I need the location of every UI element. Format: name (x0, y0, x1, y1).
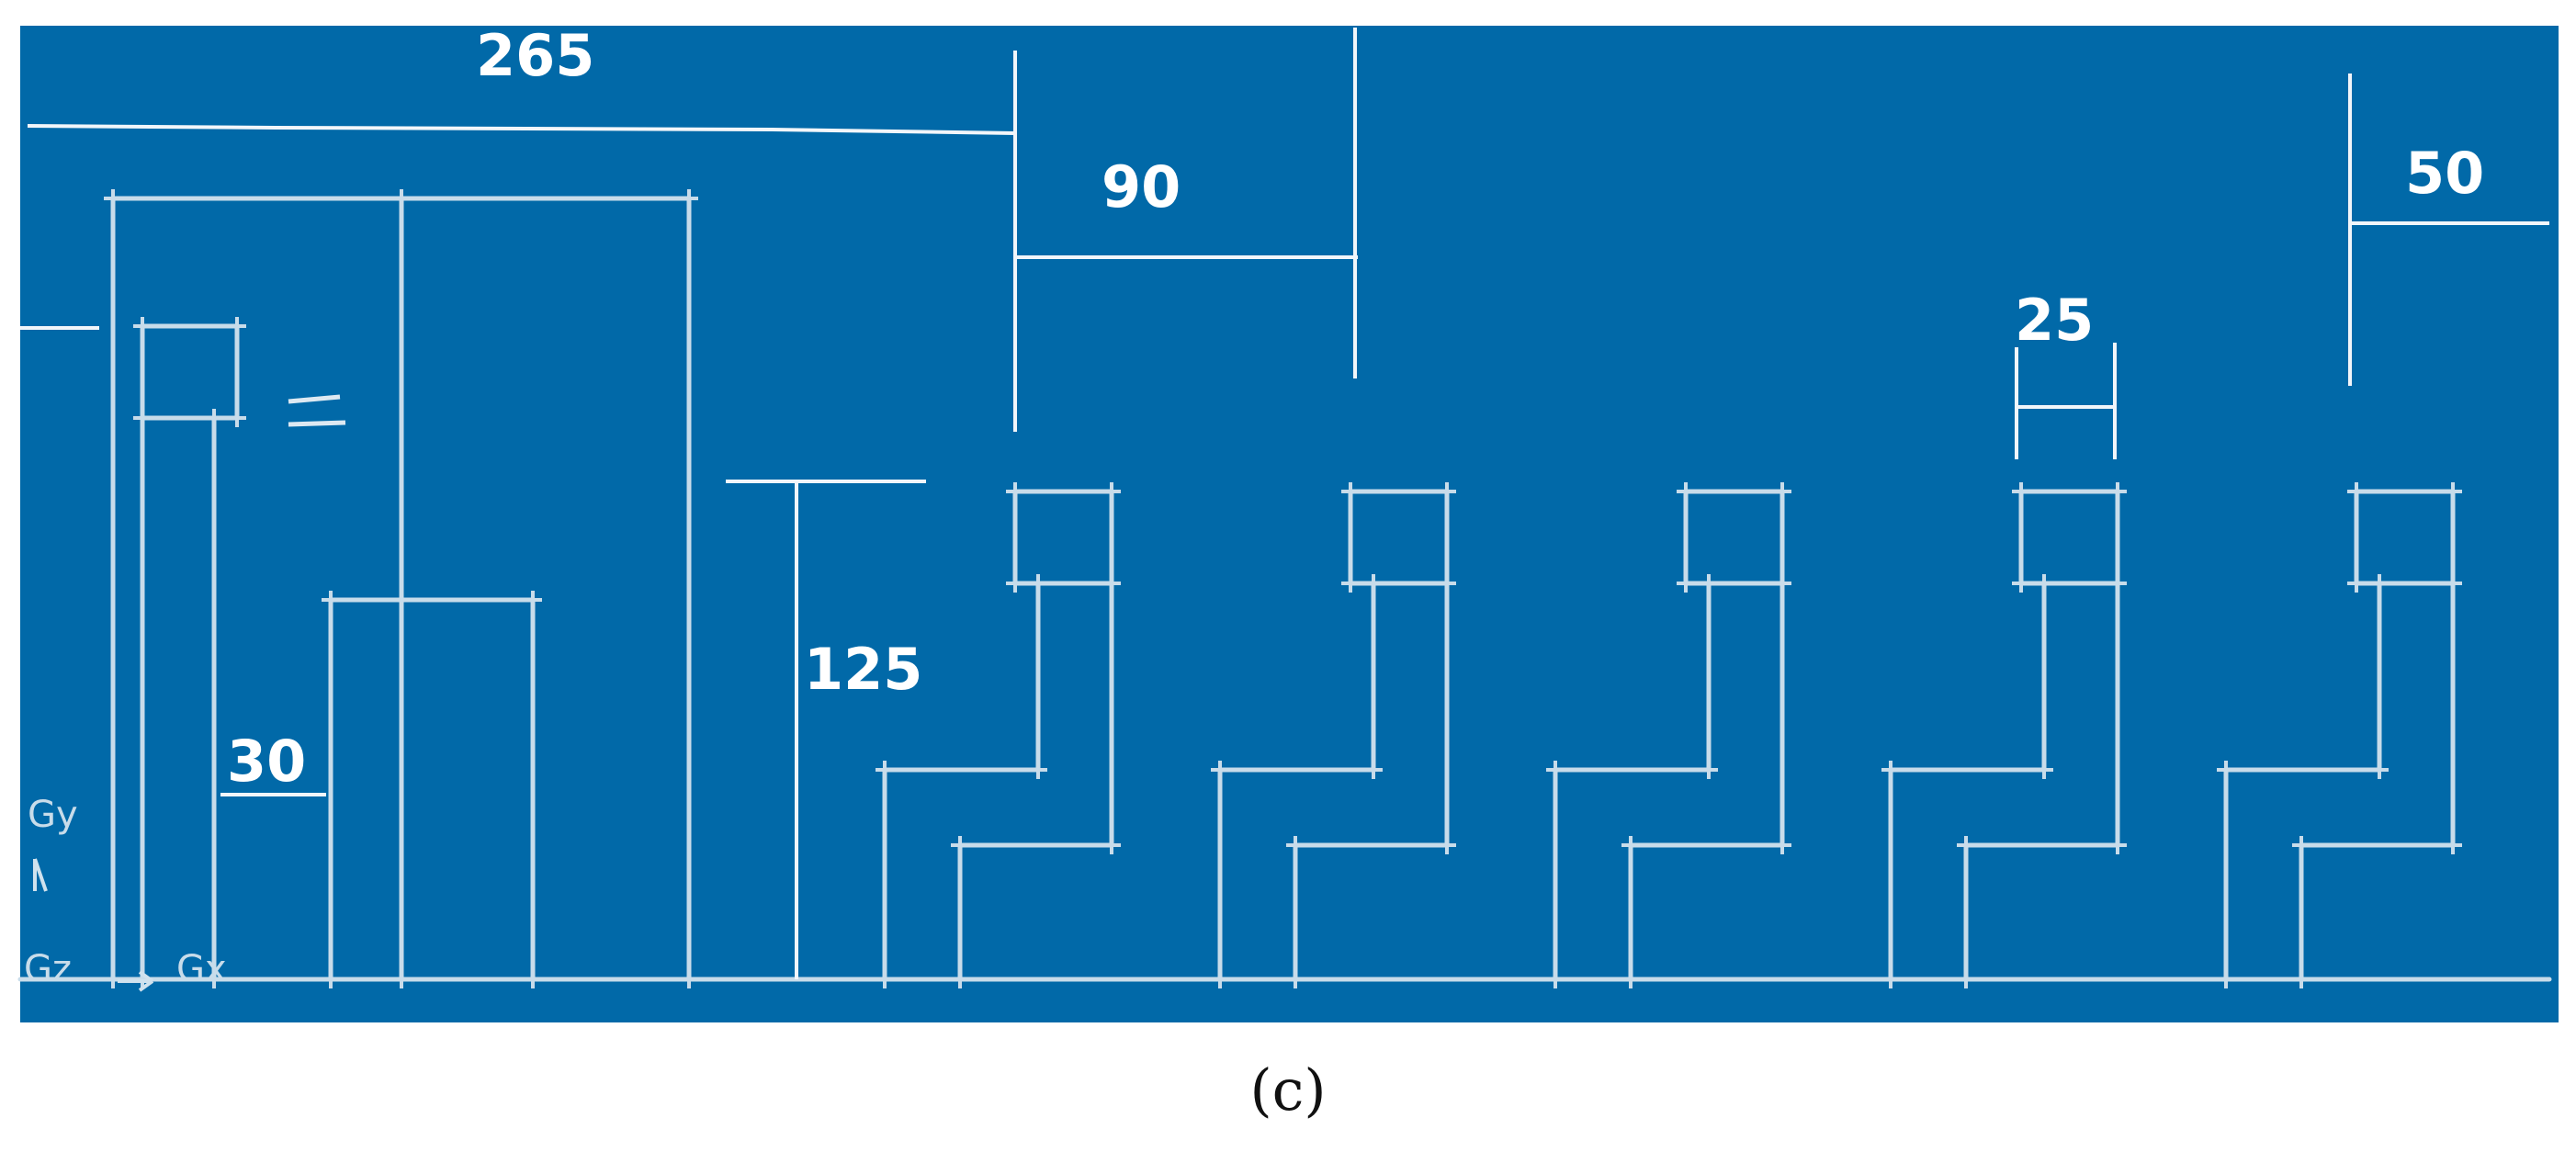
constraint-point (1102, 836, 1121, 854)
axis-label-z: Gz (24, 948, 72, 990)
constraint-point (680, 189, 698, 208)
constraint-point (1881, 761, 1900, 779)
constraint-point (1438, 836, 1456, 854)
constraint-point (2347, 482, 2366, 501)
constraint-point (1773, 574, 1791, 593)
sketch-background (20, 26, 2559, 1022)
pillar-2-inner-step (1217, 581, 1376, 982)
constraint-point (2108, 574, 2127, 593)
dimension-265: 265 (476, 22, 594, 89)
constraint-point (1957, 836, 1975, 854)
constraint-point (1286, 836, 1305, 854)
constraint-point (1621, 970, 1640, 988)
constraint-point (2370, 574, 2389, 593)
constraint-point (1546, 761, 1565, 779)
constraint-point (1881, 970, 1900, 988)
constraint-point (1102, 482, 1121, 501)
constraint-points (104, 189, 2462, 988)
constraint-point (876, 761, 894, 779)
constraint-point (322, 591, 340, 609)
constraint-point (322, 970, 340, 988)
constraint-point (2035, 761, 2053, 779)
constraint-point (2292, 970, 2310, 988)
constraint-point (133, 409, 152, 427)
constraint-point (2217, 970, 2235, 988)
constraint-point (1773, 836, 1791, 854)
constraint-point (1029, 761, 1047, 779)
constraint-point (1773, 482, 1791, 501)
constraint-point (2108, 836, 2127, 854)
constraint-point (205, 409, 223, 427)
axis-label-x: Gx (176, 948, 227, 990)
constraint-point (1700, 574, 1718, 593)
constraint-point (2217, 761, 2235, 779)
constraint-point (524, 591, 542, 609)
constraint-point (1286, 970, 1305, 988)
constraint-point (1364, 574, 1383, 593)
inner-block (328, 597, 536, 982)
constraint-point (2370, 761, 2389, 779)
constraint-point (1700, 761, 1718, 779)
pillar-5-inner-step (2223, 581, 2382, 982)
constraint-point (1211, 970, 1229, 988)
constraint-point (2012, 574, 2030, 593)
constraint-point (2444, 482, 2462, 501)
axis-label-y: Gy (28, 794, 78, 836)
constraint-point (2012, 482, 2030, 501)
dimension-90: 90 (1102, 153, 1181, 220)
constraint-point (2035, 574, 2053, 593)
constraint-point (680, 970, 698, 988)
constraint-point (524, 970, 542, 988)
constraint-point (1029, 574, 1047, 593)
constraint-point (876, 970, 894, 988)
constraint-point (1341, 574, 1360, 593)
constraint-point (2444, 574, 2462, 593)
constraint-point (104, 189, 122, 208)
pillar-3-outer-step (1628, 581, 1785, 982)
constraint-point (2108, 482, 2127, 501)
constraint-point (951, 970, 969, 988)
constraint-point (1438, 574, 1456, 593)
constraint-point (1957, 970, 1975, 988)
constraint-point (2347, 574, 2366, 593)
dimension-lines (20, 28, 2549, 979)
pillar-5-outer-step (2299, 581, 2456, 982)
dimension-25: 25 (2015, 287, 2094, 354)
constraint-point (1438, 482, 1456, 501)
pillar-1-inner-step (882, 581, 1041, 982)
pillar-4-inner-step (1888, 581, 2047, 982)
constraint-point (2444, 836, 2462, 854)
dimension-30: 30 (227, 728, 306, 795)
constraint-point (2292, 836, 2310, 854)
constraint-point (1364, 761, 1383, 779)
constraint-point (392, 970, 411, 988)
pillar-2-outer-step (1293, 581, 1450, 982)
dimension-50: 50 (2405, 140, 2484, 207)
constraint-point (1102, 574, 1121, 593)
dimension-125: 125 (804, 636, 922, 703)
pillar-4-outer-step (1963, 581, 2120, 982)
constraint-point (1006, 482, 1024, 501)
figure-caption: (c) (1249, 1056, 1327, 1124)
constraint-point (1677, 482, 1695, 501)
pillar-1-outer-step (957, 581, 1114, 982)
constraint-point (1341, 482, 1360, 501)
constraint-point (1006, 574, 1024, 593)
constraint-point (228, 317, 246, 335)
constraint-point (133, 317, 152, 335)
constraint-point (951, 836, 969, 854)
pillar-3-inner-step (1553, 581, 1712, 982)
constraint-point (1677, 574, 1695, 593)
constraint-point (1621, 836, 1640, 854)
constraint-point (205, 970, 223, 988)
constraint-point (1546, 970, 1565, 988)
constraint-point (392, 189, 411, 208)
equal-constraint-symbol (288, 394, 346, 427)
constraint-point (1211, 761, 1229, 779)
axis-triad: Gy Gz Gx (24, 794, 227, 992)
constraint-point (228, 409, 246, 427)
